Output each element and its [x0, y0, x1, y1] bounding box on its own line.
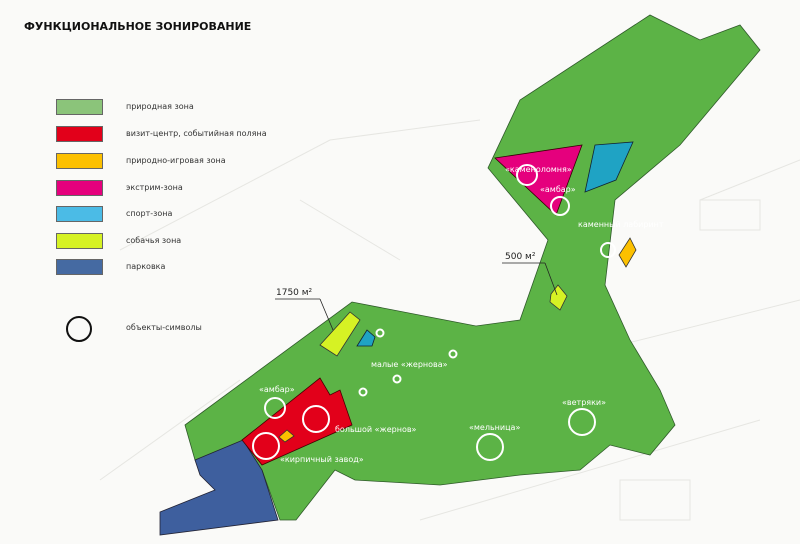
symbol-circle: [476, 433, 504, 461]
legend-item-parking: парковка: [56, 258, 165, 275]
legend-label: экстрим-зона: [126, 183, 183, 192]
map-label-malye-zhernova: малые «жернова»: [371, 360, 448, 369]
legend-swatch: [56, 232, 103, 249]
area-label-dog-small: 500 м²: [505, 252, 536, 262]
legend-item-extreme: экстрим-зона: [56, 179, 183, 196]
legend-label: парковка: [126, 262, 166, 271]
symbol-circle: [264, 397, 286, 419]
legend-swatch: [56, 179, 103, 196]
legend-item-sport: спорт-зона: [56, 205, 172, 222]
base-map: [99, 119, 800, 521]
visit-center-zone: [241, 377, 353, 466]
legend-swatch: [56, 152, 103, 169]
legend-label: визит-центр, событийная поляна: [126, 129, 267, 138]
legend-label: собачья зона: [126, 236, 182, 245]
legend-label: спорт-зона: [126, 209, 173, 218]
map-label-kamenolomnya: «каменоломня»: [505, 165, 572, 174]
symbol-circle: [358, 387, 368, 397]
symbol-circle: [516, 164, 538, 186]
legend-label: природная зона: [126, 102, 194, 111]
map-label-labyrinth: каменный лабиринт: [578, 220, 664, 229]
symbol-circle: [375, 328, 385, 338]
symbol-legend-label: объекты-символы: [126, 323, 202, 332]
legend-item-nature: природная зона: [56, 98, 194, 115]
legend-swatch: [56, 258, 103, 275]
symbol-objects: [252, 164, 616, 461]
map-label-ambar-north: «амбар»: [540, 185, 576, 194]
map-label-kirpichny-zavod: «кирпичный завод»: [280, 455, 364, 464]
map-label-bolshoy-zhernov: большой «жернов»: [335, 425, 417, 434]
area-label-dog-big: 1750 м²: [276, 288, 313, 298]
legend-swatch: [56, 125, 103, 142]
leader-lines: [275, 262, 558, 331]
symbol-circle: [392, 374, 402, 384]
map-label-melnitsa: «мельница»: [469, 423, 521, 432]
parking-zone: [159, 439, 279, 536]
map-label-vetryaki: «ветряки»: [562, 398, 607, 407]
sport-zone-small: [356, 329, 376, 347]
legend-swatch: [56, 205, 103, 222]
symbol-circle: [448, 349, 458, 359]
dog-zone-big: [319, 311, 361, 357]
page-title: ФУНКЦИОНАЛЬНОЕ ЗОНИРОВАНИЕ: [24, 20, 252, 33]
symbol-circle: [600, 242, 616, 258]
map-label-ambar-west: «амбар»: [259, 385, 295, 394]
symbol-circle: [302, 405, 330, 433]
symbol-legend-circle: [66, 316, 92, 342]
symbol-circle: [568, 408, 596, 436]
legend-label: природно-игровая зона: [126, 156, 226, 165]
sport-zone: [584, 141, 634, 193]
play-zone-small: [278, 429, 295, 443]
legend-item-play: природно-игровая зона: [56, 152, 226, 169]
play-zone: [618, 237, 637, 268]
legend-swatch: [56, 98, 103, 115]
legend-item-visit-center: визит-центр, событийная поляна: [56, 125, 267, 142]
symbol-circle: [550, 196, 570, 216]
legend-item-dog: собачья зона: [56, 232, 181, 249]
dog-zone-small: [549, 284, 568, 311]
symbol-circle: [252, 432, 280, 460]
